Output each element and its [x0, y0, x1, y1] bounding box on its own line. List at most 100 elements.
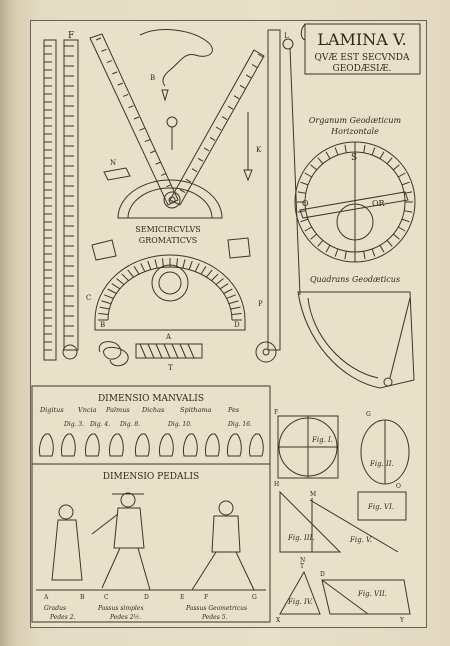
dial-tick — [325, 245, 331, 253]
divider-tick — [233, 95, 240, 100]
hand-illustration — [159, 433, 174, 457]
protractor-tick — [127, 269, 134, 278]
dial-tick — [363, 144, 366, 153]
v-compass-instrument — [89, 33, 265, 209]
protractor-tick — [230, 306, 241, 310]
dial-tick — [297, 191, 306, 194]
caption-passus-geometricus: Passus Geometricus — [185, 605, 247, 612]
protractor-tick — [121, 273, 129, 281]
letter-y-fig: Y — [399, 617, 405, 624]
hand-illustration — [135, 433, 150, 457]
hand-illustration — [39, 433, 54, 457]
figure-walker — [191, 500, 255, 591]
hand-illustration — [109, 433, 124, 457]
stylus-k: K — [243, 112, 262, 182]
dial-tick — [344, 144, 347, 153]
letter-l: L — [284, 32, 289, 40]
divider-tick — [150, 150, 156, 154]
digit-label-5: Dig. 16. — [227, 421, 252, 428]
hand-illustration — [227, 433, 242, 457]
figure-3-triangles: Fig. III. Fig. V. M N — [279, 490, 399, 564]
hand-illustration — [183, 433, 198, 457]
caption-passus-geometricus-value: Pedes 5. — [201, 614, 228, 621]
letter-b: B — [150, 74, 155, 82]
letter-h-fig: H — [274, 481, 279, 488]
dimensio-manualis-panel: DIMENSIO MANVALIS Digitus Vncia Palmus D… — [31, 385, 271, 465]
letter-p: P — [258, 300, 263, 308]
organum-compass-dial: S O OR — [294, 141, 416, 263]
letter-e-pedalis: E — [180, 594, 184, 601]
protractor-tick — [101, 300, 112, 305]
unit-dichas: Dichas — [141, 406, 165, 414]
dial-tick — [344, 251, 347, 260]
organum-label-2: Horizontale — [330, 127, 379, 136]
divider-tick — [251, 63, 258, 68]
divider-tick — [221, 116, 228, 121]
dial-tick — [371, 248, 376, 257]
protractor-tick — [175, 258, 179, 268]
digit-label-2: Dig. 4. — [89, 421, 110, 428]
divider-tick — [191, 168, 198, 173]
divider-tick — [215, 126, 222, 131]
sighting-tube: L P — [255, 29, 301, 363]
dial-tick — [401, 181, 410, 186]
twisted-rod: T — [135, 343, 203, 372]
dial-tick — [404, 191, 413, 194]
dial-tick — [401, 218, 410, 223]
letter-n: N — [110, 159, 116, 167]
dimensio-pedalis-panel: DIMENSIO PEDALIS A B C D E F G Gradus Pe… — [31, 463, 271, 623]
protractor-tick — [140, 263, 146, 272]
divider-tick — [203, 147, 210, 152]
protractor-tick — [154, 259, 158, 269]
letter-d-fig: D — [320, 571, 325, 578]
dial-tick — [310, 164, 318, 171]
letter-or: OR — [372, 199, 386, 208]
dimensio-manualis-title: DIMENSIO MANVALIS — [98, 394, 204, 404]
figure-6-rectangle: Fig. VI. O — [357, 483, 407, 521]
letter-o: O — [302, 199, 309, 208]
divider-tick — [239, 84, 246, 89]
dial-tick — [404, 210, 413, 213]
protractor-tick — [104, 294, 114, 299]
letter-g-pedalis: G — [252, 594, 257, 601]
fig-5-label: Fig. V. — [349, 536, 372, 544]
divider-tick — [133, 116, 140, 120]
engraved-plate — [30, 20, 427, 628]
protractor-tick — [211, 273, 219, 281]
protractor-tick — [133, 266, 140, 275]
fig-4-label: Fig. IV. — [287, 598, 313, 606]
letter-f: F — [68, 31, 74, 41]
hand-illustration — [249, 433, 264, 457]
divider-tick — [227, 105, 234, 110]
protractor-tick — [215, 278, 224, 285]
sight-block-right — [227, 237, 251, 259]
protractor-tick — [223, 288, 233, 294]
protractor-tick — [188, 260, 193, 270]
letter-a-pedalis: A — [43, 594, 49, 601]
dial-tick — [379, 245, 385, 253]
dial-tick — [334, 248, 339, 257]
semicircle-gromaticus: B A D C — [86, 254, 246, 341]
letter-n-fig: N — [300, 557, 305, 564]
letter-d-pedalis: D — [144, 594, 149, 601]
letter-s: S — [351, 153, 357, 163]
divider-tick — [209, 136, 216, 141]
dial-tick — [363, 251, 366, 260]
dial-tick — [334, 147, 339, 156]
caption-gradus: Gradus — [44, 605, 66, 612]
coiled-rope — [98, 341, 129, 367]
divider-tick — [197, 157, 204, 162]
fig-1-label: Fig. I. — [311, 436, 333, 444]
unit-pes: Pes — [227, 406, 240, 414]
graduated-ruler-left — [43, 39, 57, 361]
figure-monk — [51, 504, 83, 581]
dial-tick — [386, 239, 393, 247]
letter-t: T — [168, 364, 173, 372]
letter-b-pedalis: B — [80, 594, 85, 601]
figure-2-ellipse: Fig. II. G — [360, 411, 410, 485]
digit-label-3: Dig. 8. — [119, 421, 140, 428]
protractor-tick — [116, 278, 125, 285]
graduated-ruler-f: F — [62, 31, 79, 360]
figure-7-polygon: Fig. VII. D Y — [320, 571, 411, 624]
